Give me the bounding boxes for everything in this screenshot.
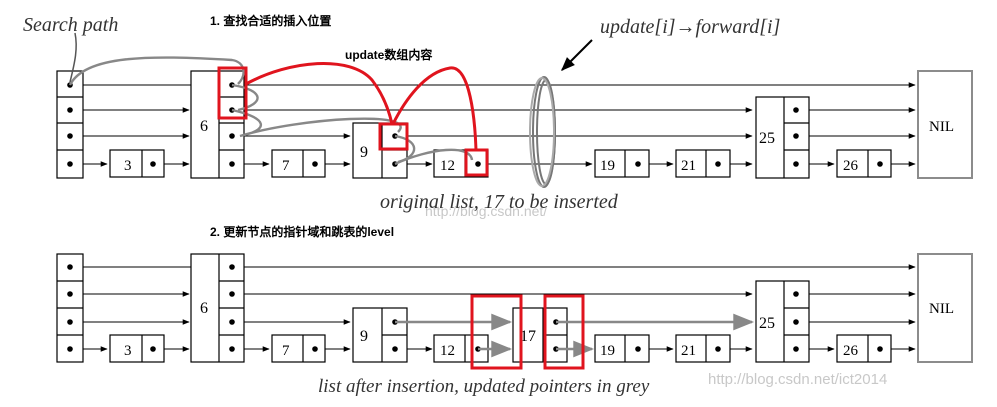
bottom-node-25-key: 25	[759, 315, 775, 332]
search-path-curves	[68, 56, 474, 166]
top-node-12-key: 12	[440, 158, 455, 174]
top-header-node	[56, 70, 84, 179]
bottom-node-19: 19	[594, 334, 650, 363]
bottom-node-9: 9	[352, 307, 408, 363]
forward-ring-icon	[529, 76, 556, 188]
search-path-label: Search path	[23, 14, 118, 36]
top-nil-label: NIL	[929, 119, 954, 135]
inserted-highlights	[470, 294, 585, 370]
bottom-node-25: 25	[755, 280, 810, 363]
top-node-19-key: 19	[600, 158, 615, 174]
bottom-header-node	[56, 253, 84, 363]
watermark-bottom: http://blog.csdn.net/ict2014	[708, 371, 887, 388]
bottom-node-21-key: 21	[681, 343, 696, 359]
bottom-node-19-key: 19	[600, 343, 615, 359]
step2-label: 2. 更新节点的指针域和跳表的level	[210, 224, 394, 239]
top-node-7-key: 7	[282, 158, 290, 174]
bottom-node-6-key: 6	[200, 300, 208, 317]
bottom-node-12-key: 12	[440, 343, 455, 359]
top-node-26: 26	[836, 149, 892, 178]
updated-list: 3 6 7 9	[56, 253, 973, 370]
top-node-9-key: 9	[360, 144, 368, 161]
after-caption: list after insertion, updated pointers i…	[318, 376, 650, 397]
top-nil-node: NIL	[917, 70, 973, 179]
bottom-node-3: 3	[109, 334, 165, 363]
top-node-6-key: 6	[200, 118, 208, 135]
bottom-node-17-key: 17	[520, 328, 536, 345]
updated-grey-pointers	[395, 313, 755, 358]
bottom-nil-node: NIL	[917, 253, 973, 363]
top-node-25-key: 25	[759, 130, 775, 147]
bottom-node-26-key: 26	[843, 343, 859, 359]
top-node-7: 7	[271, 149, 326, 178]
bottom-node-9-key: 9	[360, 328, 368, 345]
watermark-top: http://blog.csdn.net/	[425, 203, 547, 219]
top-node-6: 6	[190, 70, 245, 179]
update-forward-label: update[i]→forward[i]	[600, 16, 780, 38]
step1-label: 1. 查找合适的插入位置	[210, 13, 331, 28]
bottom-node-7-key: 7	[282, 343, 290, 359]
original-caption: original list, 17 to be inserted	[380, 191, 619, 213]
top-node-12: 12	[433, 149, 489, 178]
top-node-19: 19	[594, 149, 650, 178]
bottom-node-6: 6	[190, 253, 245, 363]
top-node-3: 3	[109, 149, 165, 178]
update-array-highlights	[217, 62, 489, 177]
top-node-26-key: 26	[843, 158, 859, 174]
original-list: 3 6 7 9	[56, 39, 973, 188]
top-node-25: 25	[755, 96, 810, 179]
top-node-21: 21	[675, 149, 731, 178]
bottom-node-7: 7	[271, 334, 326, 363]
bottom-node-26: 26	[836, 334, 892, 363]
bottom-nil-label: NIL	[929, 301, 954, 317]
bottom-node-3-key: 3	[124, 343, 132, 359]
ring-callout-arrow	[561, 39, 593, 71]
bottom-header-dots	[67, 264, 73, 352]
top-node-3-key: 3	[124, 158, 132, 174]
top-node-21-key: 21	[681, 158, 696, 174]
update-array-label: update数组内容	[345, 47, 432, 62]
bottom-node-21: 21	[675, 334, 731, 363]
search-path-pointer	[69, 32, 77, 83]
